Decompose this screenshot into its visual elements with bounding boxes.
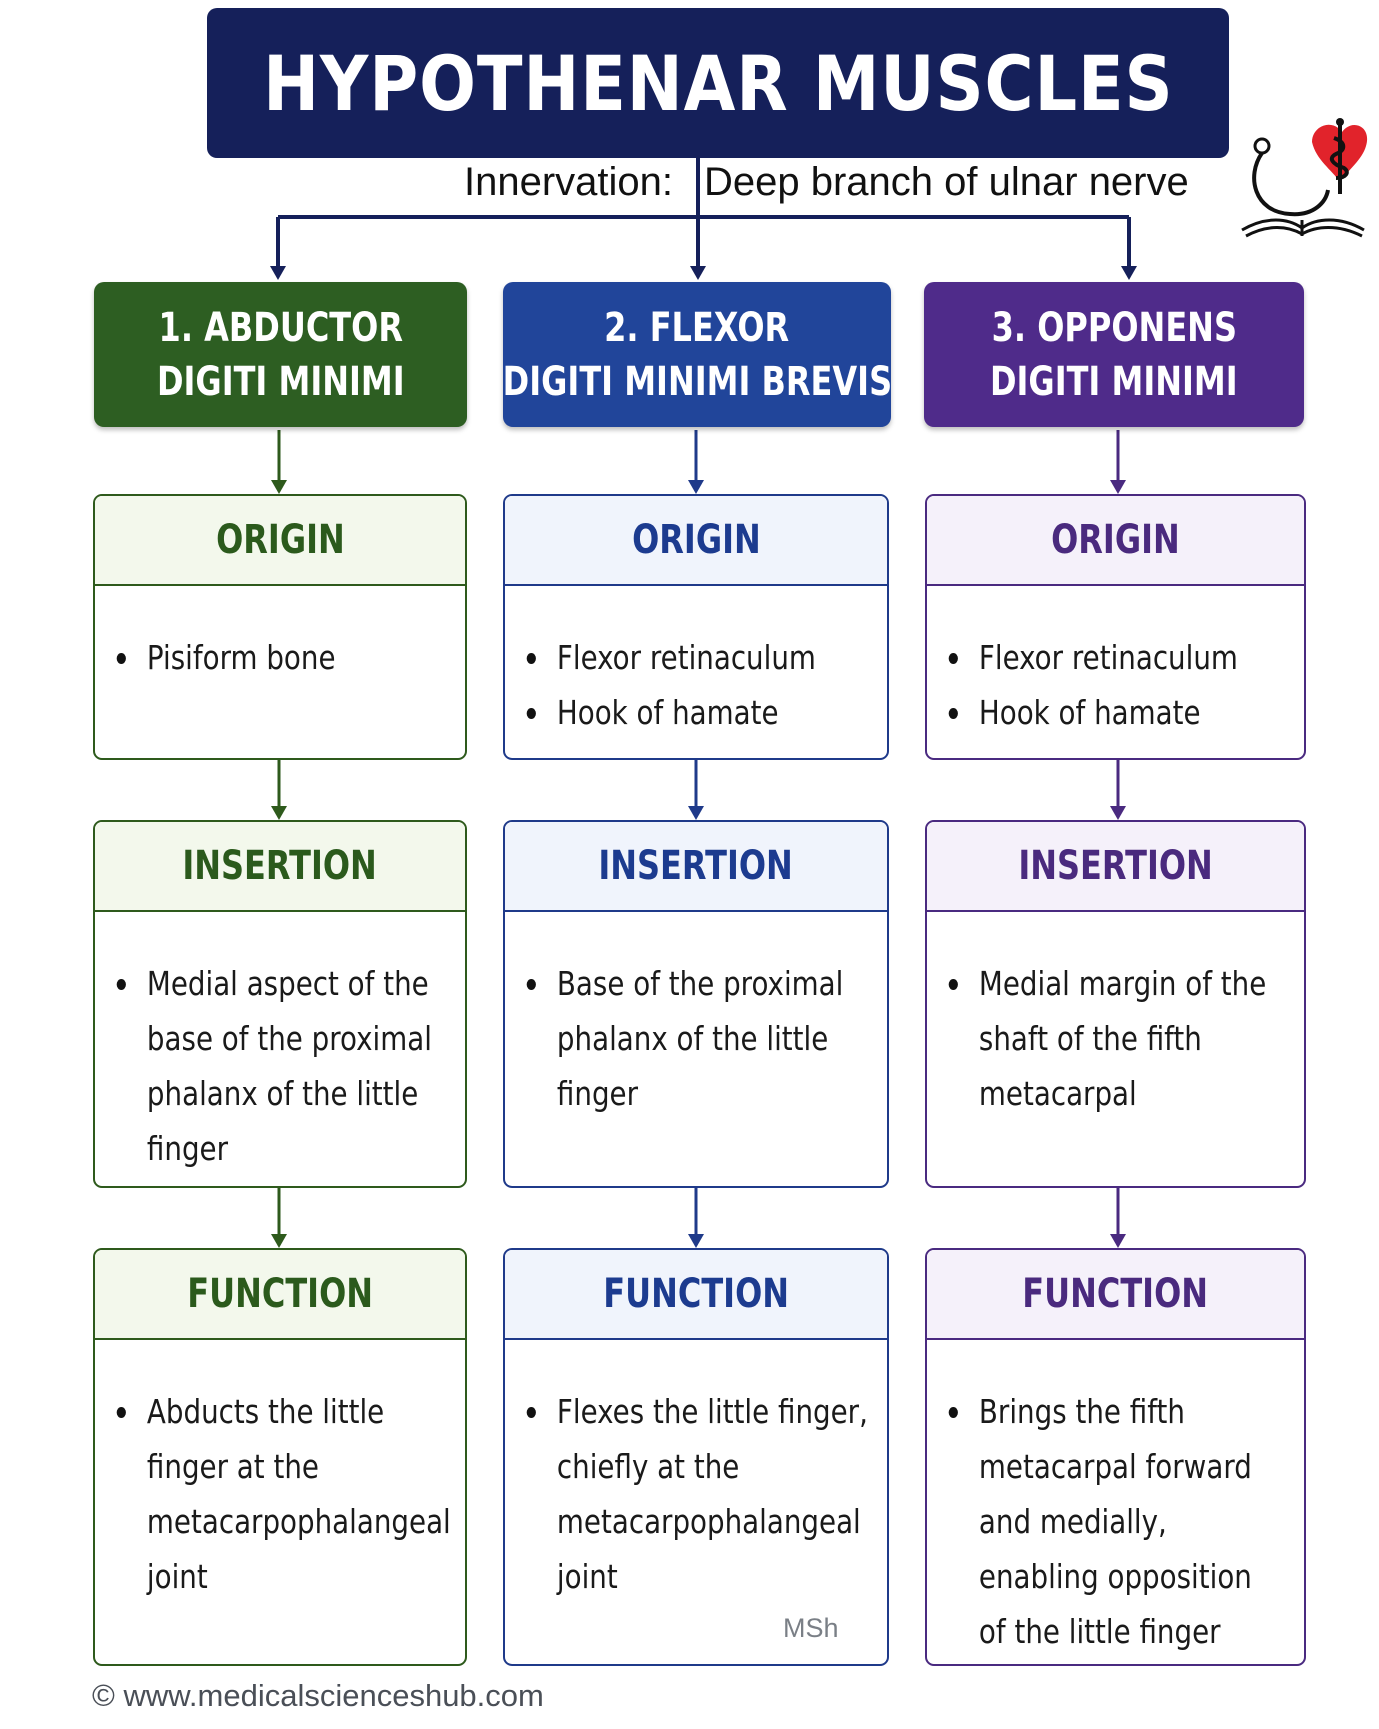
card-header: FUNCTION — [927, 1250, 1304, 1340]
list-item-continuation: phalanx of the little — [146, 1074, 419, 1113]
list-item-continuation: finger — [146, 1129, 229, 1168]
card-header: FUNCTION — [95, 1250, 465, 1340]
list-item: Pisiform bone — [115, 630, 401, 685]
list-item-continuation: metacarpophalangeal — [146, 1502, 451, 1541]
insertion-title: INSERTION — [182, 843, 378, 889]
page-title: HYPOTHENAR MUSCLES — [262, 38, 1174, 128]
origin-list: Flexor retinaculum Hook of hamate — [927, 586, 1304, 740]
muscle-header-opponens: 3. OPPONENS DIGITI MINIMI — [924, 282, 1304, 427]
innervation-value: Deep branch of ulnar nerve — [704, 160, 1189, 204]
function-list: Flexes the little finger, chiefly at the… — [505, 1340, 887, 1604]
function-card-abductor: FUNCTION Abducts the little finger at th… — [93, 1248, 467, 1666]
watermark: MSh — [783, 1613, 839, 1643]
card-header: FUNCTION — [505, 1250, 887, 1340]
list-item: Medial margin of the — [947, 956, 1266, 1011]
origin-card-abductor: ORIGIN Pisiform bone — [93, 494, 467, 760]
list-item-continuation: metacarpal — [978, 1074, 1137, 1113]
list-item: Abducts the little — [115, 1384, 401, 1439]
muscle-name-line1: 1. ABDUCTOR — [158, 304, 403, 351]
list-item: Brings the fifth — [947, 1384, 1238, 1439]
list-item: Flexor retinaculum — [525, 630, 821, 685]
insertion-title: INSERTION — [1018, 843, 1213, 889]
origin-title: ORIGIN — [631, 517, 761, 563]
list-item-continuation: shaft of the fifth — [978, 1019, 1202, 1058]
list-item-continuation: of the little finger — [978, 1612, 1221, 1651]
origin-list: Flexor retinaculum Hook of hamate — [505, 586, 887, 740]
muscle-header-abductor: 1. ABDUCTOR DIGITI MINIMI — [94, 282, 467, 427]
insertion-card-opponens: INSERTION Medial margin of the shaft of … — [925, 820, 1306, 1188]
origin-card-opponens: ORIGIN Flexor retinaculum Hook of hamate — [925, 494, 1306, 760]
card-header: INSERTION — [95, 822, 465, 912]
list-item-continuation: phalanx of the little — [556, 1019, 829, 1058]
function-title: FUNCTION — [603, 1271, 789, 1317]
function-list: Brings the fifth metacarpal forward and … — [927, 1340, 1304, 1659]
muscle-name-line1: 3. OPPONENS — [991, 304, 1237, 351]
function-card-opponens: FUNCTION Brings the fifth metacarpal for… — [925, 1248, 1306, 1666]
insertion-list: Medial aspect of the base of the proxima… — [95, 912, 465, 1176]
list-item-continuation: finger at the — [146, 1447, 319, 1486]
muscle-name-line2: DIGITI MINIMI BREVIS — [502, 358, 892, 405]
insertion-list: Base of the proximal phalanx of the litt… — [505, 912, 887, 1121]
copyright-notice: © www.medicalscienceshub.com — [92, 1678, 544, 1713]
origin-title: ORIGIN — [1051, 517, 1180, 563]
insertion-card-flexor: INSERTION Base of the proximal phalanx o… — [503, 820, 889, 1188]
list-item-continuation: enabling opposition — [978, 1557, 1252, 1596]
list-item: Hook of hamate — [947, 685, 1238, 740]
insertion-title: INSERTION — [598, 843, 794, 889]
card-header: INSERTION — [927, 822, 1304, 912]
function-title: FUNCTION — [1022, 1271, 1209, 1317]
list-item-continuation: metacarpophalangeal — [556, 1502, 861, 1541]
muscle-name-line2: DIGITI MINIMI — [156, 358, 405, 405]
muscle-name-line2: DIGITI MINIMI — [990, 358, 1238, 405]
origin-list: Pisiform bone — [95, 586, 465, 685]
list-item-continuation: finger — [556, 1074, 639, 1113]
origin-card-flexor: ORIGIN Flexor retinaculum Hook of hamate — [503, 494, 889, 760]
list-item: Hook of hamate — [525, 685, 821, 740]
list-item-continuation: metacarpal forward — [978, 1447, 1252, 1486]
insertion-list: Medial margin of the shaft of the fifth … — [927, 912, 1304, 1121]
list-item: Base of the proximal — [525, 956, 843, 1011]
origin-title: ORIGIN — [215, 517, 345, 563]
function-card-flexor: FUNCTION Flexes the little finger, chief… — [503, 1248, 889, 1666]
list-item: Flexes the little finger, — [525, 1384, 868, 1439]
innervation-label: Innervation: — [464, 160, 674, 204]
list-item: Flexor retinaculum — [947, 630, 1238, 685]
list-item-continuation: base of the proximal — [146, 1019, 432, 1058]
card-header: ORIGIN — [505, 496, 887, 586]
list-item-continuation: and medially, — [978, 1502, 1167, 1541]
card-header: ORIGIN — [927, 496, 1304, 586]
list-item-continuation: joint — [146, 1557, 208, 1596]
muscle-header-flexor: 2. FLEXOR DIGITI MINIMI BREVIS — [502, 282, 892, 427]
muscle-name-line1: 2. FLEXOR — [604, 304, 790, 351]
list-item-continuation: joint — [556, 1557, 618, 1596]
list-item-continuation: chiefly at the — [556, 1447, 740, 1486]
function-title: FUNCTION — [187, 1271, 373, 1317]
list-item: Medial aspect of the — [115, 956, 429, 1011]
card-header: INSERTION — [505, 822, 887, 912]
function-list: Abducts the little finger at the metacar… — [95, 1340, 465, 1604]
title-banner: HYPOTHENAR MUSCLES — [207, 8, 1229, 158]
card-header: ORIGIN — [95, 496, 465, 586]
insertion-card-abductor: INSERTION Medial aspect of the base of t… — [93, 820, 467, 1188]
stethoscope-heart-book-icon — [1241, 118, 1368, 238]
